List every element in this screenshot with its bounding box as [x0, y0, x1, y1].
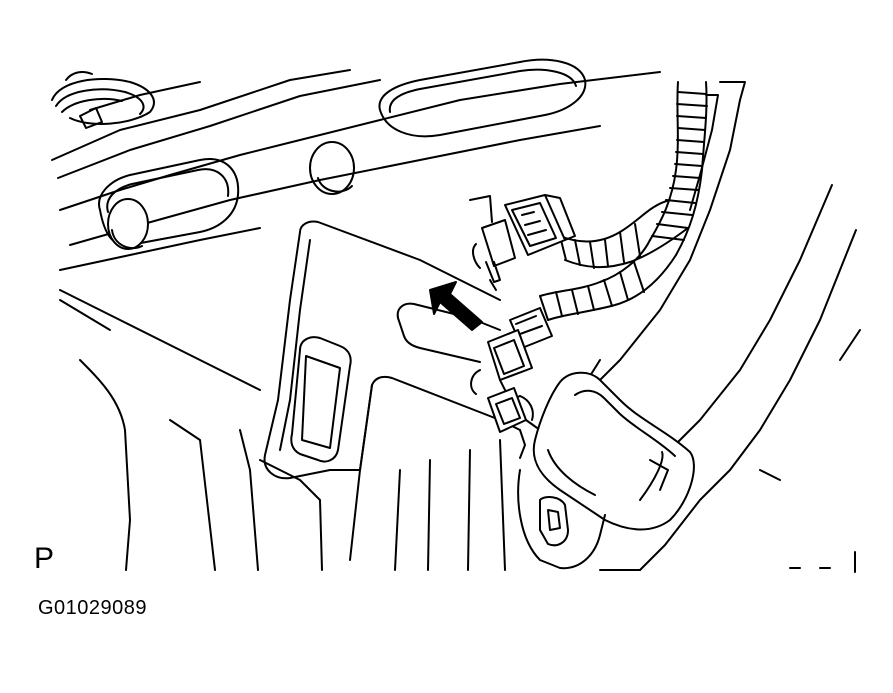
connector-opening: [396, 302, 501, 363]
view-letter: P: [34, 542, 55, 575]
belt-anchor: [517, 371, 695, 570]
bottom-edge: [599, 551, 856, 573]
slot-hole-shade: [111, 229, 143, 250]
wire-loop: [51, 71, 155, 129]
recess-panel: [263, 220, 526, 561]
upper-right-slot: [378, 58, 587, 138]
target-connector: [470, 307, 553, 441]
arrow-icon: [429, 281, 483, 331]
upper-hole: [309, 141, 355, 195]
recess-window: [290, 336, 352, 463]
slot-hole: [107, 198, 149, 250]
wire-harness: [539, 81, 708, 321]
upper-connector: [469, 194, 576, 291]
figure-code: G01029089: [38, 597, 148, 619]
lower-panel: [59, 289, 506, 571]
